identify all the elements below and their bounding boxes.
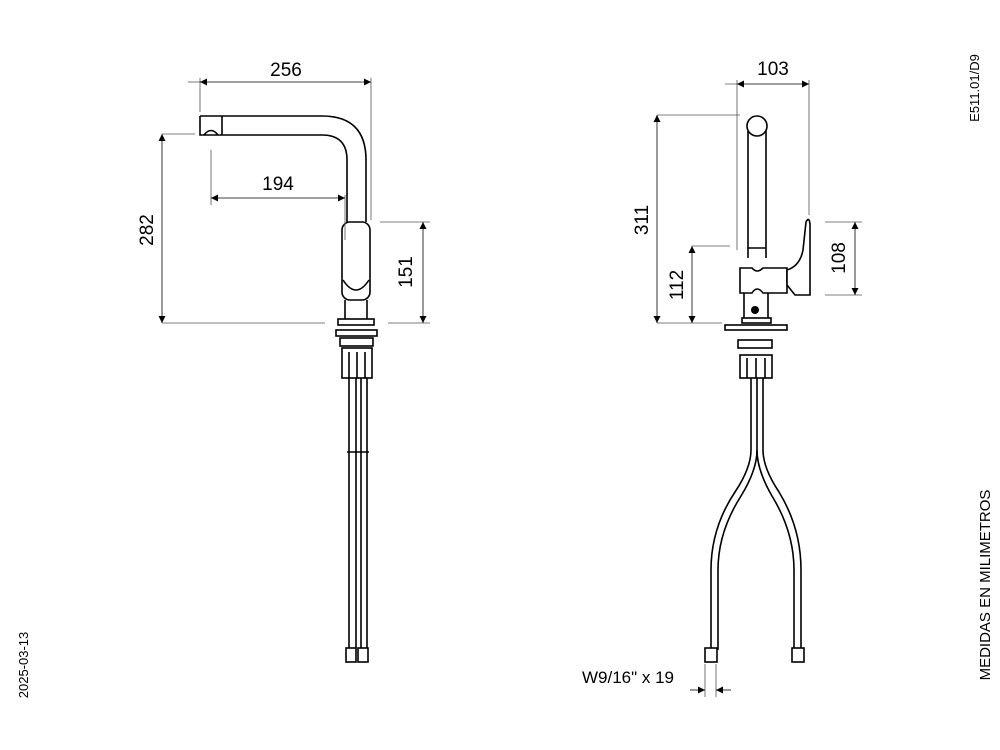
dim-108: 108 xyxy=(829,242,850,274)
dim-151: 151 xyxy=(396,256,417,288)
side-view-dimensions: 103 311 112 108 W9/16" x 19 xyxy=(582,59,862,697)
front-view-faucet xyxy=(199,115,378,663)
dim-112: 112 xyxy=(667,270,688,300)
dim-103: 103 xyxy=(757,59,789,80)
dim-194: 194 xyxy=(262,174,294,195)
dim-256: 256 xyxy=(270,60,302,81)
drawing-code: E511.01/D9 xyxy=(967,54,982,122)
connection-thread-label: W9/16" x 19 xyxy=(582,668,674,687)
drawing-date: 2025-03-13 xyxy=(16,632,31,699)
dim-282: 282 xyxy=(137,214,158,246)
front-view-dimensions: 256 194 282 151 xyxy=(137,60,430,324)
dim-311: 311 xyxy=(632,205,653,235)
units-note: MEDIDAS EN MILIMETROS xyxy=(977,490,994,681)
side-view-faucet xyxy=(704,115,811,663)
